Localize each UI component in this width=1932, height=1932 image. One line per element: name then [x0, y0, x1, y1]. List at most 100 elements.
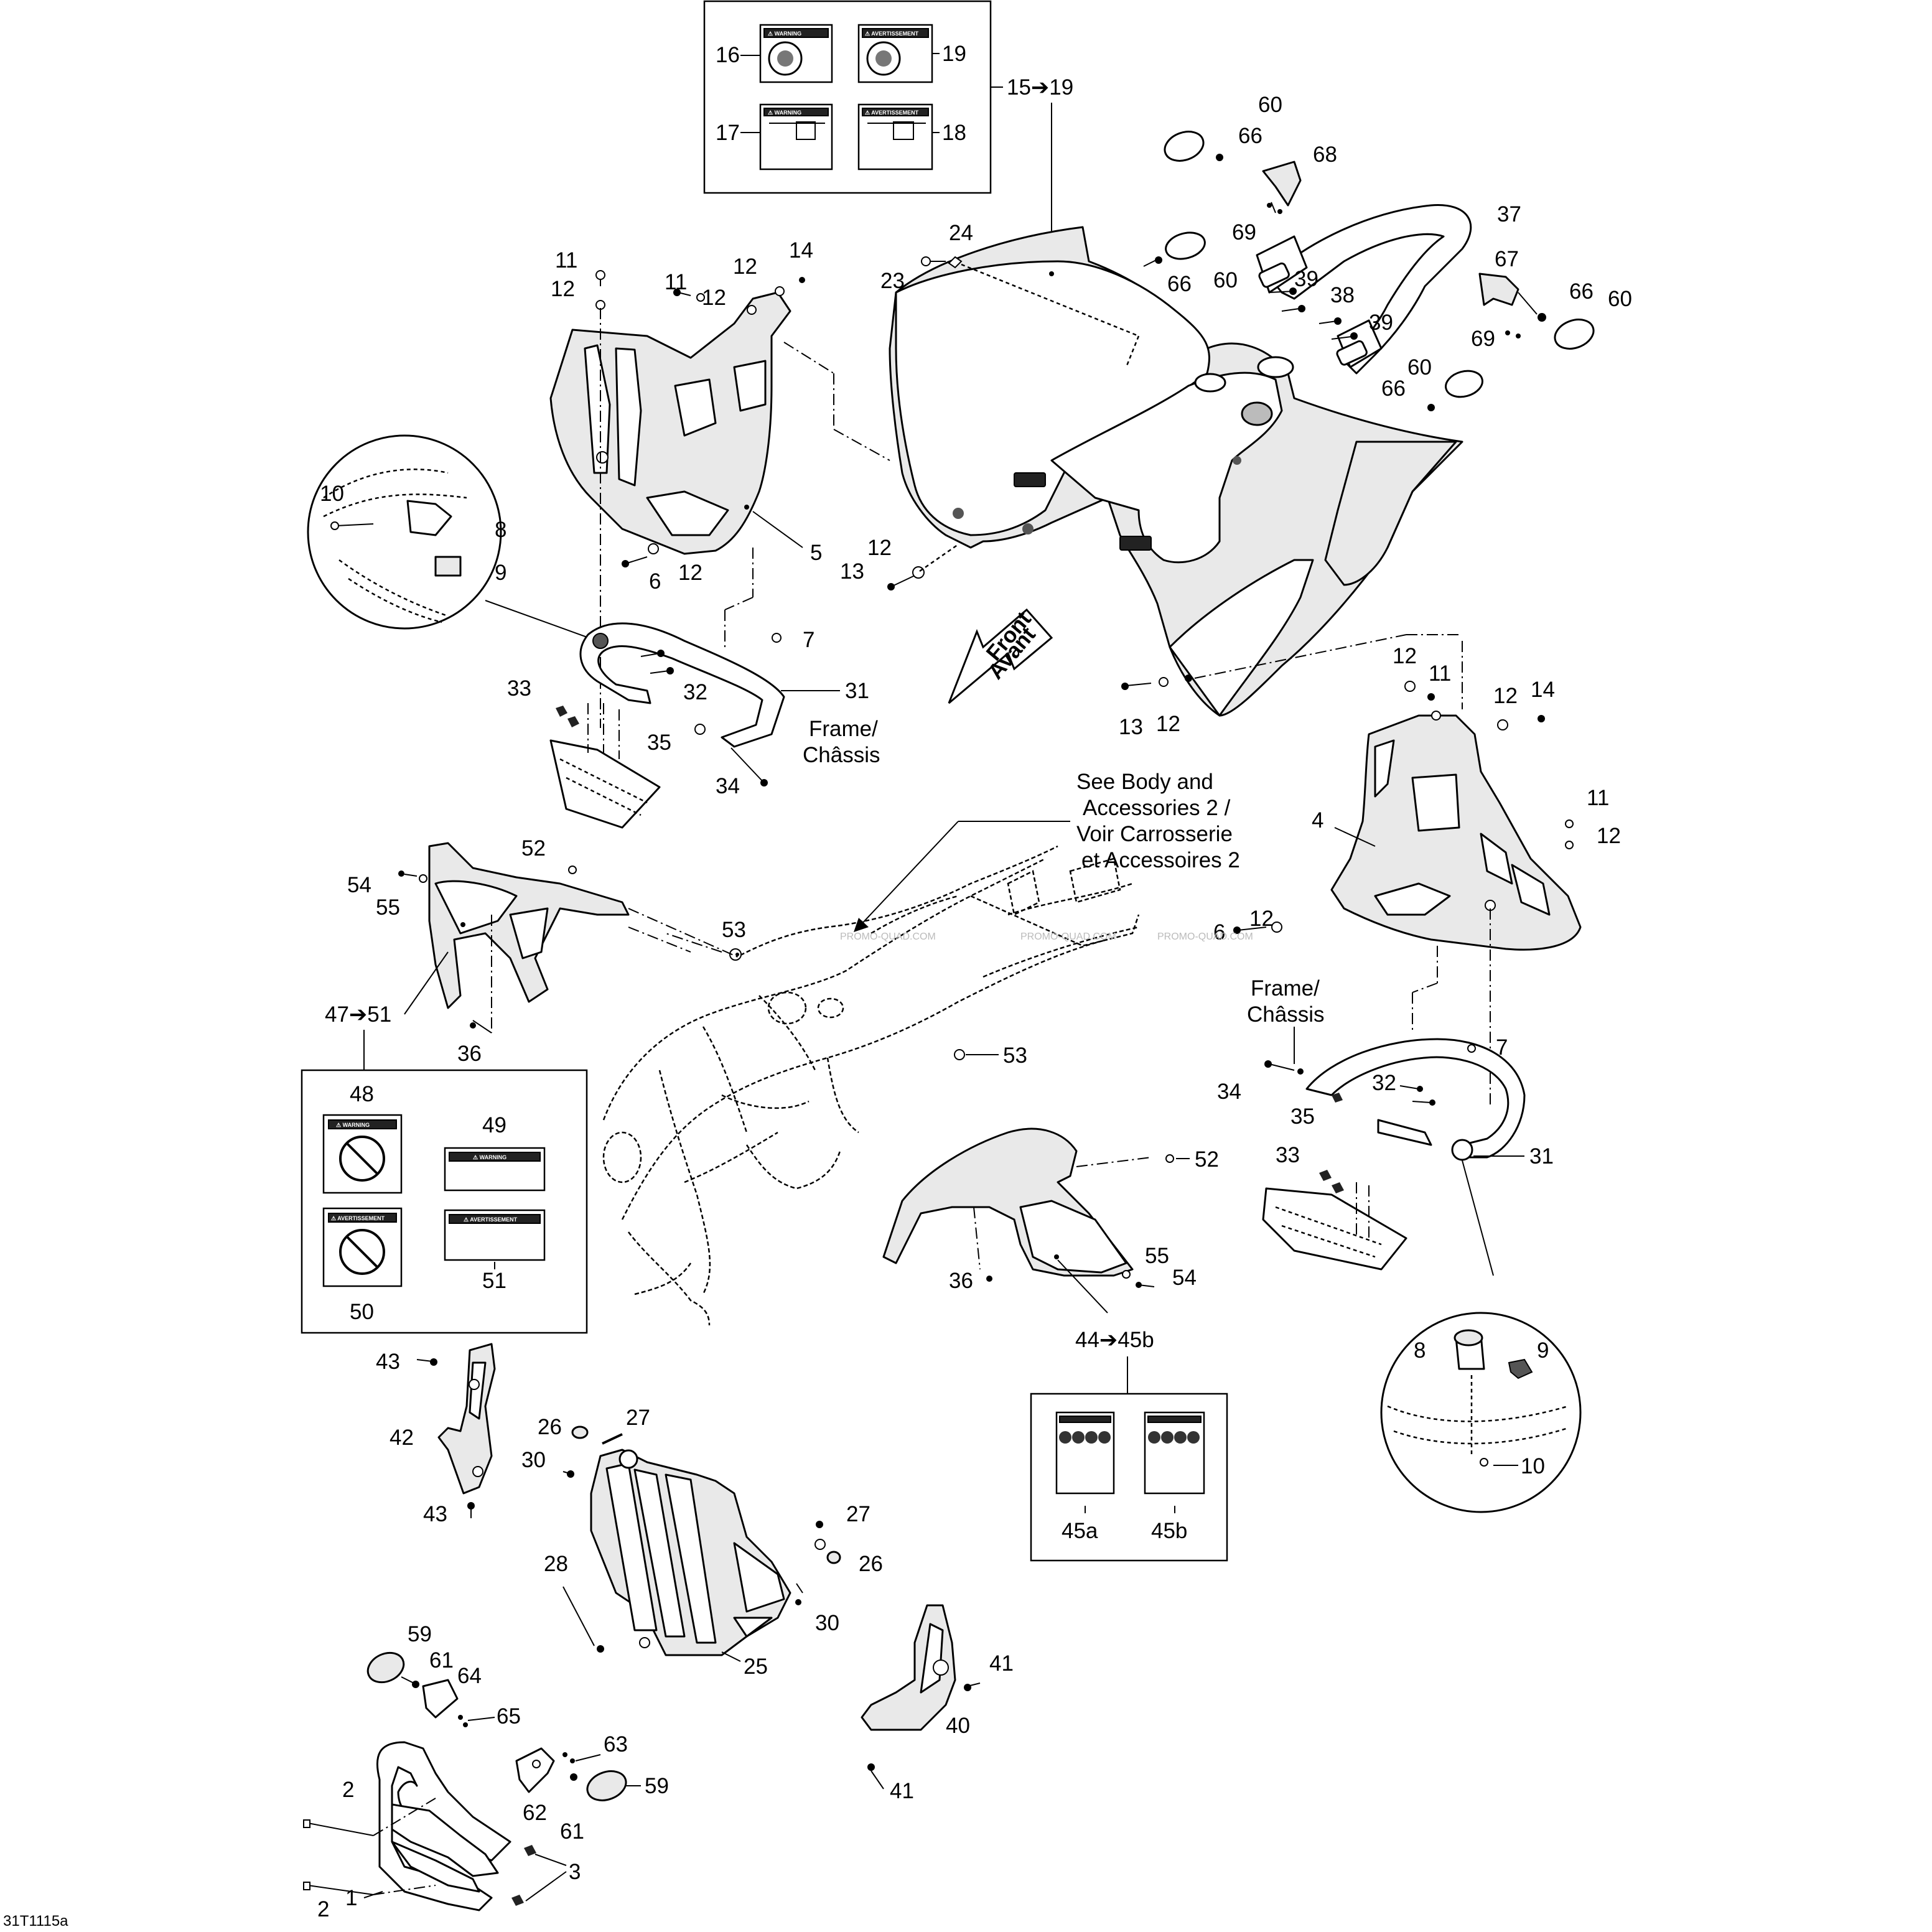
svg-text:⚠ AVERTISSEMENT: ⚠ AVERTISSEMENT	[865, 30, 919, 37]
label-3: 3	[569, 1860, 581, 1884]
label-11-b: 11	[665, 270, 687, 294]
label-43-top: 43	[376, 1350, 400, 1374]
svg-text:⚠ WARNING: ⚠ WARNING	[768, 30, 801, 37]
label-23: 23	[880, 269, 905, 293]
label-7-left: 7	[803, 628, 814, 652]
label-10-right: 10	[1521, 1454, 1545, 1478]
side-panel-4	[1330, 711, 1582, 951]
label-12-k: 12	[1249, 907, 1274, 931]
light-59-right	[515, 1747, 627, 1801]
label-39-a: 39	[1294, 267, 1318, 291]
label-35-right: 35	[1290, 1104, 1315, 1129]
label-66-mid: 66	[1167, 272, 1192, 296]
screw-13-body-left	[887, 543, 959, 590]
frame-note-left-1: Frame/	[809, 717, 878, 741]
screws-body-lower-right	[1121, 634, 1462, 690]
label-69-top: 69	[1232, 220, 1256, 245]
decal-17: ⚠ WARNING	[759, 103, 833, 170]
frame-note-right-2: Châssis	[1247, 1002, 1324, 1027]
front-body-panel	[889, 226, 1463, 717]
decal-50: ⚠ AVERTISSEMENT	[322, 1207, 403, 1287]
label-39-b: 39	[1369, 310, 1393, 335]
label-11-d: 11	[1587, 786, 1609, 810]
label-9-right: 9	[1537, 1338, 1549, 1363]
watermark-2: PROMO-QUAD.COM	[1020, 931, 1116, 942]
label-12-h: 12	[1393, 644, 1417, 668]
label-9-left: 9	[495, 561, 506, 585]
label-61-right: 61	[560, 1819, 584, 1844]
label-14-b: 14	[1531, 678, 1555, 702]
label-14-a: 14	[789, 238, 813, 263]
decal-51: ⚠ AVERTISSEMENT	[444, 1209, 546, 1261]
grommet-53	[665, 933, 999, 1060]
label-30-right: 30	[815, 1611, 839, 1635]
label-64: 64	[457, 1664, 482, 1688]
grab-handle-37	[1256, 204, 1472, 375]
screws-panel-5	[595, 270, 890, 728]
watermark: PROMO-QUAD.COM	[840, 931, 936, 942]
label-51: 51	[482, 1269, 506, 1293]
label-19: 19	[942, 42, 966, 66]
label-60-lower: 60	[1407, 355, 1432, 380]
label-55-left: 55	[376, 895, 400, 920]
frame-note-left-2: Châssis	[803, 743, 880, 767]
svg-text:⚠ AVERTISSEMENT: ⚠ AVERTISSEMENT	[331, 1215, 385, 1221]
label-45a: 45a	[1062, 1519, 1098, 1543]
decal-kit-48-51: ⚠ WARNING ⚠ AVERTISSEMENT ⚠ WARNING ⚠ AV…	[301, 1069, 588, 1334]
cap-60-right	[1427, 370, 1483, 411]
label-31-left: 31	[845, 679, 869, 703]
bracket-67	[1478, 273, 1595, 350]
label-34-right: 34	[1217, 1080, 1241, 1104]
label-28: 28	[544, 1552, 568, 1576]
label-33-left: 33	[507, 676, 531, 701]
label-26-top: 26	[538, 1415, 562, 1439]
label-12-b: 12	[702, 286, 726, 310]
label-2-top: 2	[342, 1778, 354, 1802]
label-6-b: 6	[1213, 920, 1225, 945]
screws-fender-right	[973, 1154, 1190, 1314]
screw-23	[921, 256, 963, 269]
label-18: 18	[942, 121, 966, 145]
see-body-note-4: et Accessoires 2	[1081, 848, 1240, 872]
label-13-body-right: 13	[1119, 715, 1143, 739]
fender-left	[428, 842, 630, 1009]
label-38: 38	[1330, 283, 1355, 307]
label-45b: 45b	[1151, 1519, 1187, 1543]
label-26-right: 26	[859, 1552, 883, 1576]
label-67: 67	[1495, 247, 1519, 271]
frame-outline	[602, 845, 1140, 1326]
svg-text:⚠ WARNING: ⚠ WARNING	[768, 110, 801, 116]
bolts-left-bracket	[556, 633, 782, 786]
label-59-left: 59	[408, 1622, 432, 1646]
label-32-right: 32	[1372, 1071, 1396, 1095]
label-52-left: 52	[521, 836, 546, 861]
cap-60-top	[1164, 131, 1302, 214]
label-36-left: 36	[457, 1042, 482, 1066]
label-53-mid: 53	[1003, 1043, 1027, 1068]
label-12-c: 12	[733, 254, 757, 279]
side-panel-5	[549, 291, 791, 555]
label-17: 17	[716, 121, 740, 145]
decal-49: ⚠ WARNING	[444, 1147, 546, 1192]
label-12-a: 12	[551, 277, 575, 301]
label-66-right: 66	[1569, 279, 1594, 304]
decal-45a	[1055, 1411, 1115, 1495]
bolts-2	[303, 1798, 436, 1895]
screws-42	[416, 1358, 475, 1518]
label-60-mid: 60	[1213, 268, 1238, 292]
decal-kit-15-19: ⚠ WARNING ⚠ AVERTISSEMENT ⚠ WARNING ⚠ AV…	[703, 0, 1052, 280]
label-55-right: 55	[1145, 1244, 1169, 1268]
bolts-right-bracket	[1264, 1044, 1476, 1241]
label-35-left: 35	[647, 730, 671, 755]
label-53-top: 53	[722, 918, 746, 942]
label-7-right: 7	[1496, 1035, 1508, 1060]
label-32-left: 32	[683, 680, 707, 704]
footrest-bracket-31-left	[579, 622, 785, 748]
label-41-top: 41	[989, 1651, 1014, 1676]
label-37: 37	[1497, 202, 1521, 226]
label-41-bottom: 41	[890, 1779, 914, 1803]
svg-text:⚠ WARNING: ⚠ WARNING	[336, 1122, 370, 1128]
label-8-right: 8	[1414, 1338, 1426, 1363]
decal-kit-44-45b	[1030, 1393, 1228, 1562]
